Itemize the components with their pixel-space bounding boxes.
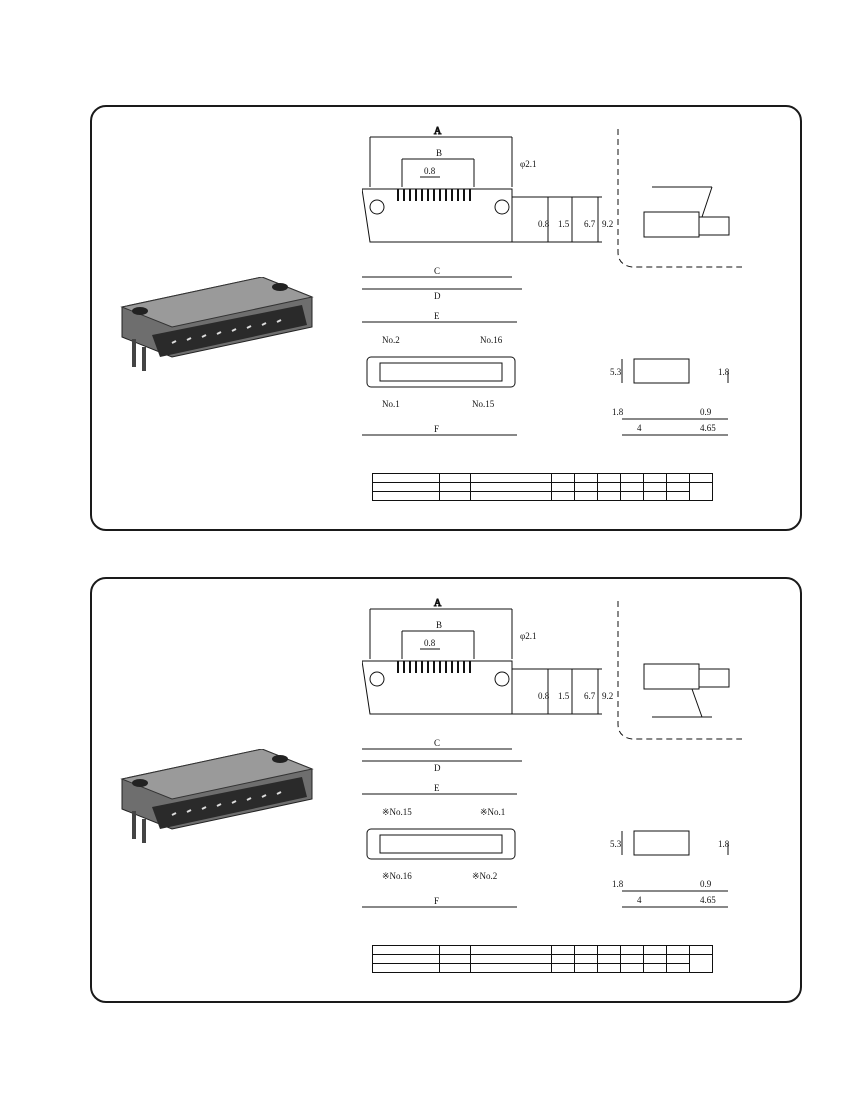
dim-B: B [436, 148, 442, 158]
hole-label: φ2.1 [520, 631, 536, 641]
height-2: 6.7 [584, 219, 596, 229]
side-w3: 0.9 [700, 879, 712, 889]
dimension-drawing: A [362, 126, 742, 436]
side-h2: 1.8 [718, 367, 730, 377]
dim-C: C [434, 266, 440, 276]
pin-bottom-right: ※No.2 [472, 871, 497, 881]
dim-C: C [434, 738, 440, 748]
side-w2: 4 [637, 423, 642, 433]
connector-photo [120, 277, 314, 371]
pin-bottom-left: No.1 [382, 399, 400, 409]
dim-D: D [434, 291, 441, 301]
dim-E: E [434, 311, 440, 321]
side-w3: 0.9 [700, 407, 712, 417]
dim-F: F [434, 424, 439, 434]
pin-bottom-left: ※No.16 [382, 871, 412, 881]
side-w4: 4.65 [700, 895, 716, 905]
spec-table [372, 945, 713, 973]
pin-top-right: No.16 [480, 335, 503, 345]
pin-top-left: ※No.15 [382, 807, 412, 817]
dim-D: D [434, 763, 441, 773]
side-h1: 5.3 [610, 839, 622, 849]
height-1: 1.5 [558, 219, 570, 229]
side-w2: 4 [637, 895, 642, 905]
dim-E: E [434, 783, 440, 793]
dim-B: B [436, 620, 442, 630]
height-3: 9.2 [602, 691, 613, 701]
side-w1: 1.8 [612, 407, 624, 417]
hole-label: φ2.1 [520, 159, 536, 169]
height-3: 9.2 [602, 219, 613, 229]
pitch-label: 0.8 [424, 166, 436, 176]
dim-A: A [434, 126, 442, 137]
pin-top-right: ※No.1 [480, 807, 505, 817]
spec-table [372, 473, 713, 501]
side-h1: 5.3 [610, 367, 622, 377]
connector-photo [120, 749, 314, 843]
dimension-drawing: A [362, 598, 742, 908]
height-0: 0.8 [538, 691, 550, 701]
dim-F: F [434, 896, 439, 906]
height-0: 0.8 [538, 219, 550, 229]
pin-bottom-right: No.15 [472, 399, 495, 409]
pitch-label: 0.8 [424, 638, 436, 648]
side-h2: 1.8 [718, 839, 730, 849]
dim-A: A [434, 598, 442, 609]
height-1: 1.5 [558, 691, 570, 701]
pin-top-left: No.2 [382, 335, 400, 345]
height-2: 6.7 [584, 691, 596, 701]
side-w1: 1.8 [612, 879, 624, 889]
product-panel-1: A [90, 105, 802, 531]
side-w4: 4.65 [700, 423, 716, 433]
product-panel-2: A [90, 577, 802, 1003]
